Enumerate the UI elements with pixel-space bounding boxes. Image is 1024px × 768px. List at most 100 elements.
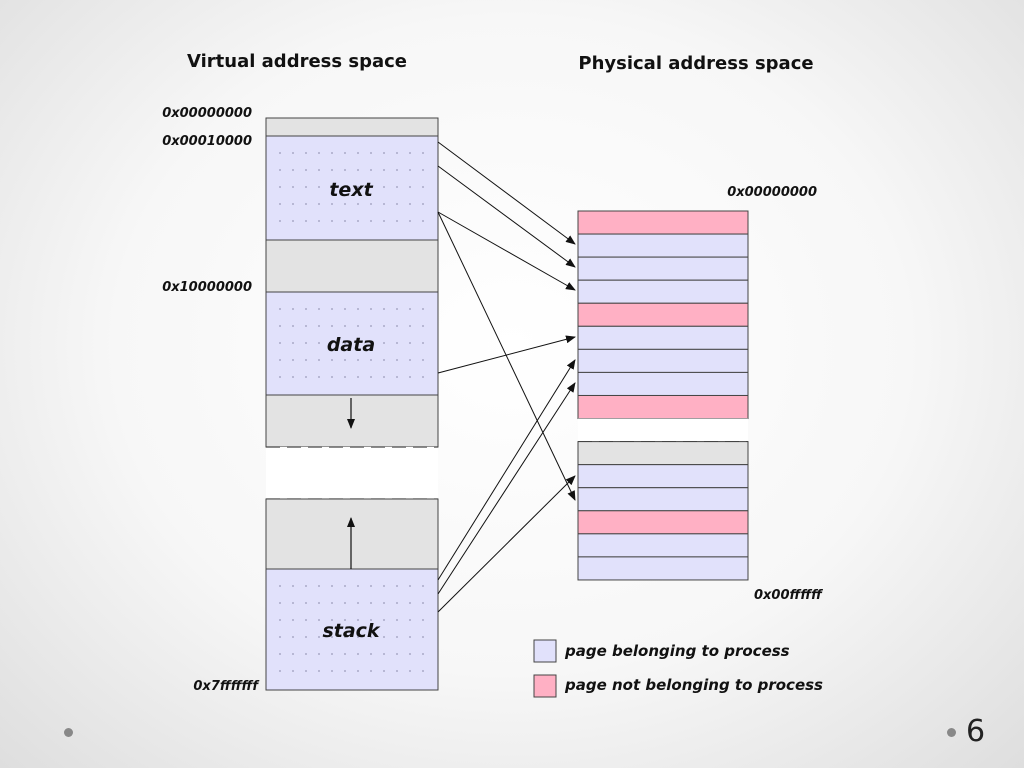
page-dot [318, 619, 320, 621]
page-dot [396, 636, 398, 638]
page-dot [279, 376, 281, 378]
slide-bullet-right [947, 728, 956, 737]
page-dot [396, 325, 398, 327]
page-dot [357, 325, 359, 327]
page-dot [305, 169, 307, 171]
page-dot [331, 308, 333, 310]
page-dot [422, 308, 424, 310]
page-dot [383, 359, 385, 361]
page-dot [422, 325, 424, 327]
page-dot [292, 169, 294, 171]
page-dot [383, 169, 385, 171]
page-dot [344, 359, 346, 361]
physical-address-column [577, 210, 749, 581]
page-dot [279, 653, 281, 655]
page-dot [357, 359, 359, 361]
page-dot [344, 186, 346, 188]
page-dot [292, 359, 294, 361]
virtual-address-text-start: 0x00010000 [162, 134, 252, 149]
page-dot [370, 585, 372, 587]
mapping-arrow [437, 335, 576, 374]
page-dot [357, 619, 359, 621]
page-dot [396, 308, 398, 310]
virtual-address-space-title: Virtual address space [187, 51, 407, 72]
legend-swatch-own [533, 639, 557, 663]
page-dot [305, 203, 307, 205]
text-segment-label: text [329, 179, 373, 201]
page-dot [383, 602, 385, 604]
page-dot [409, 169, 411, 171]
physical-page-owned [577, 464, 749, 489]
physical-page-owned [577, 487, 749, 512]
legend-swatch-not-own [533, 674, 557, 698]
page-dot [305, 325, 307, 327]
physical-gap [578, 418, 748, 442]
stack-growth-region [265, 498, 439, 570]
physical-page-owned [577, 348, 749, 373]
page-dot [409, 203, 411, 205]
physical-page-not-owned [577, 510, 749, 535]
page-dot [279, 308, 281, 310]
physical-page-not-owned [577, 302, 749, 327]
page-dot [396, 585, 398, 587]
page-dot [409, 325, 411, 327]
page-dot [279, 670, 281, 672]
page-dot [318, 220, 320, 222]
unmapped-gap-region [265, 239, 439, 293]
physical-page-owned [577, 325, 749, 350]
page-dot [318, 602, 320, 604]
physical-page-owned [577, 533, 749, 558]
page-dot [422, 376, 424, 378]
page-dot [344, 653, 346, 655]
page-dot [331, 220, 333, 222]
mapping-arrow [437, 165, 576, 268]
page-dot [331, 376, 333, 378]
physical-address-start: 0x00000000 [727, 185, 817, 200]
page-dot [344, 308, 346, 310]
page-dot [344, 169, 346, 171]
page-dot [344, 376, 346, 378]
page-dot [422, 203, 424, 205]
stack-segment [265, 568, 439, 691]
page-dot [383, 203, 385, 205]
page-dot [370, 653, 372, 655]
mapping-arrow [437, 382, 576, 595]
page-dot [305, 308, 307, 310]
page-dot [357, 186, 359, 188]
page-dot [409, 602, 411, 604]
page-dot [279, 325, 281, 327]
page-dot [357, 602, 359, 604]
page-dot [344, 602, 346, 604]
page-dot [409, 220, 411, 222]
page-dot [344, 203, 346, 205]
physical-page-owned [577, 371, 749, 396]
page-dot [370, 342, 372, 344]
virtual-address-start: 0x00000000 [162, 106, 252, 121]
page-dot [292, 670, 294, 672]
page-dot [357, 376, 359, 378]
page-dot [344, 220, 346, 222]
data-page-dots [279, 308, 424, 378]
physical-page-owned [577, 233, 749, 258]
page-dot [409, 670, 411, 672]
page-dot [383, 325, 385, 327]
page-dot [396, 152, 398, 154]
page-dot [357, 203, 359, 205]
page-dot [318, 585, 320, 587]
page-dot [357, 653, 359, 655]
page-dot [422, 169, 424, 171]
mapping-arrow [437, 211, 576, 291]
free-space-region [266, 447, 438, 499]
page-dot [292, 152, 294, 154]
page-dot [370, 670, 372, 672]
page-dot [409, 359, 411, 361]
page-dot [396, 602, 398, 604]
page-dot [396, 169, 398, 171]
page-dot [422, 653, 424, 655]
page-dot [422, 585, 424, 587]
page-dot [292, 653, 294, 655]
page-dot [292, 203, 294, 205]
page-dot [370, 619, 372, 621]
mapping-arrow [437, 211, 576, 501]
page-dot [370, 203, 372, 205]
